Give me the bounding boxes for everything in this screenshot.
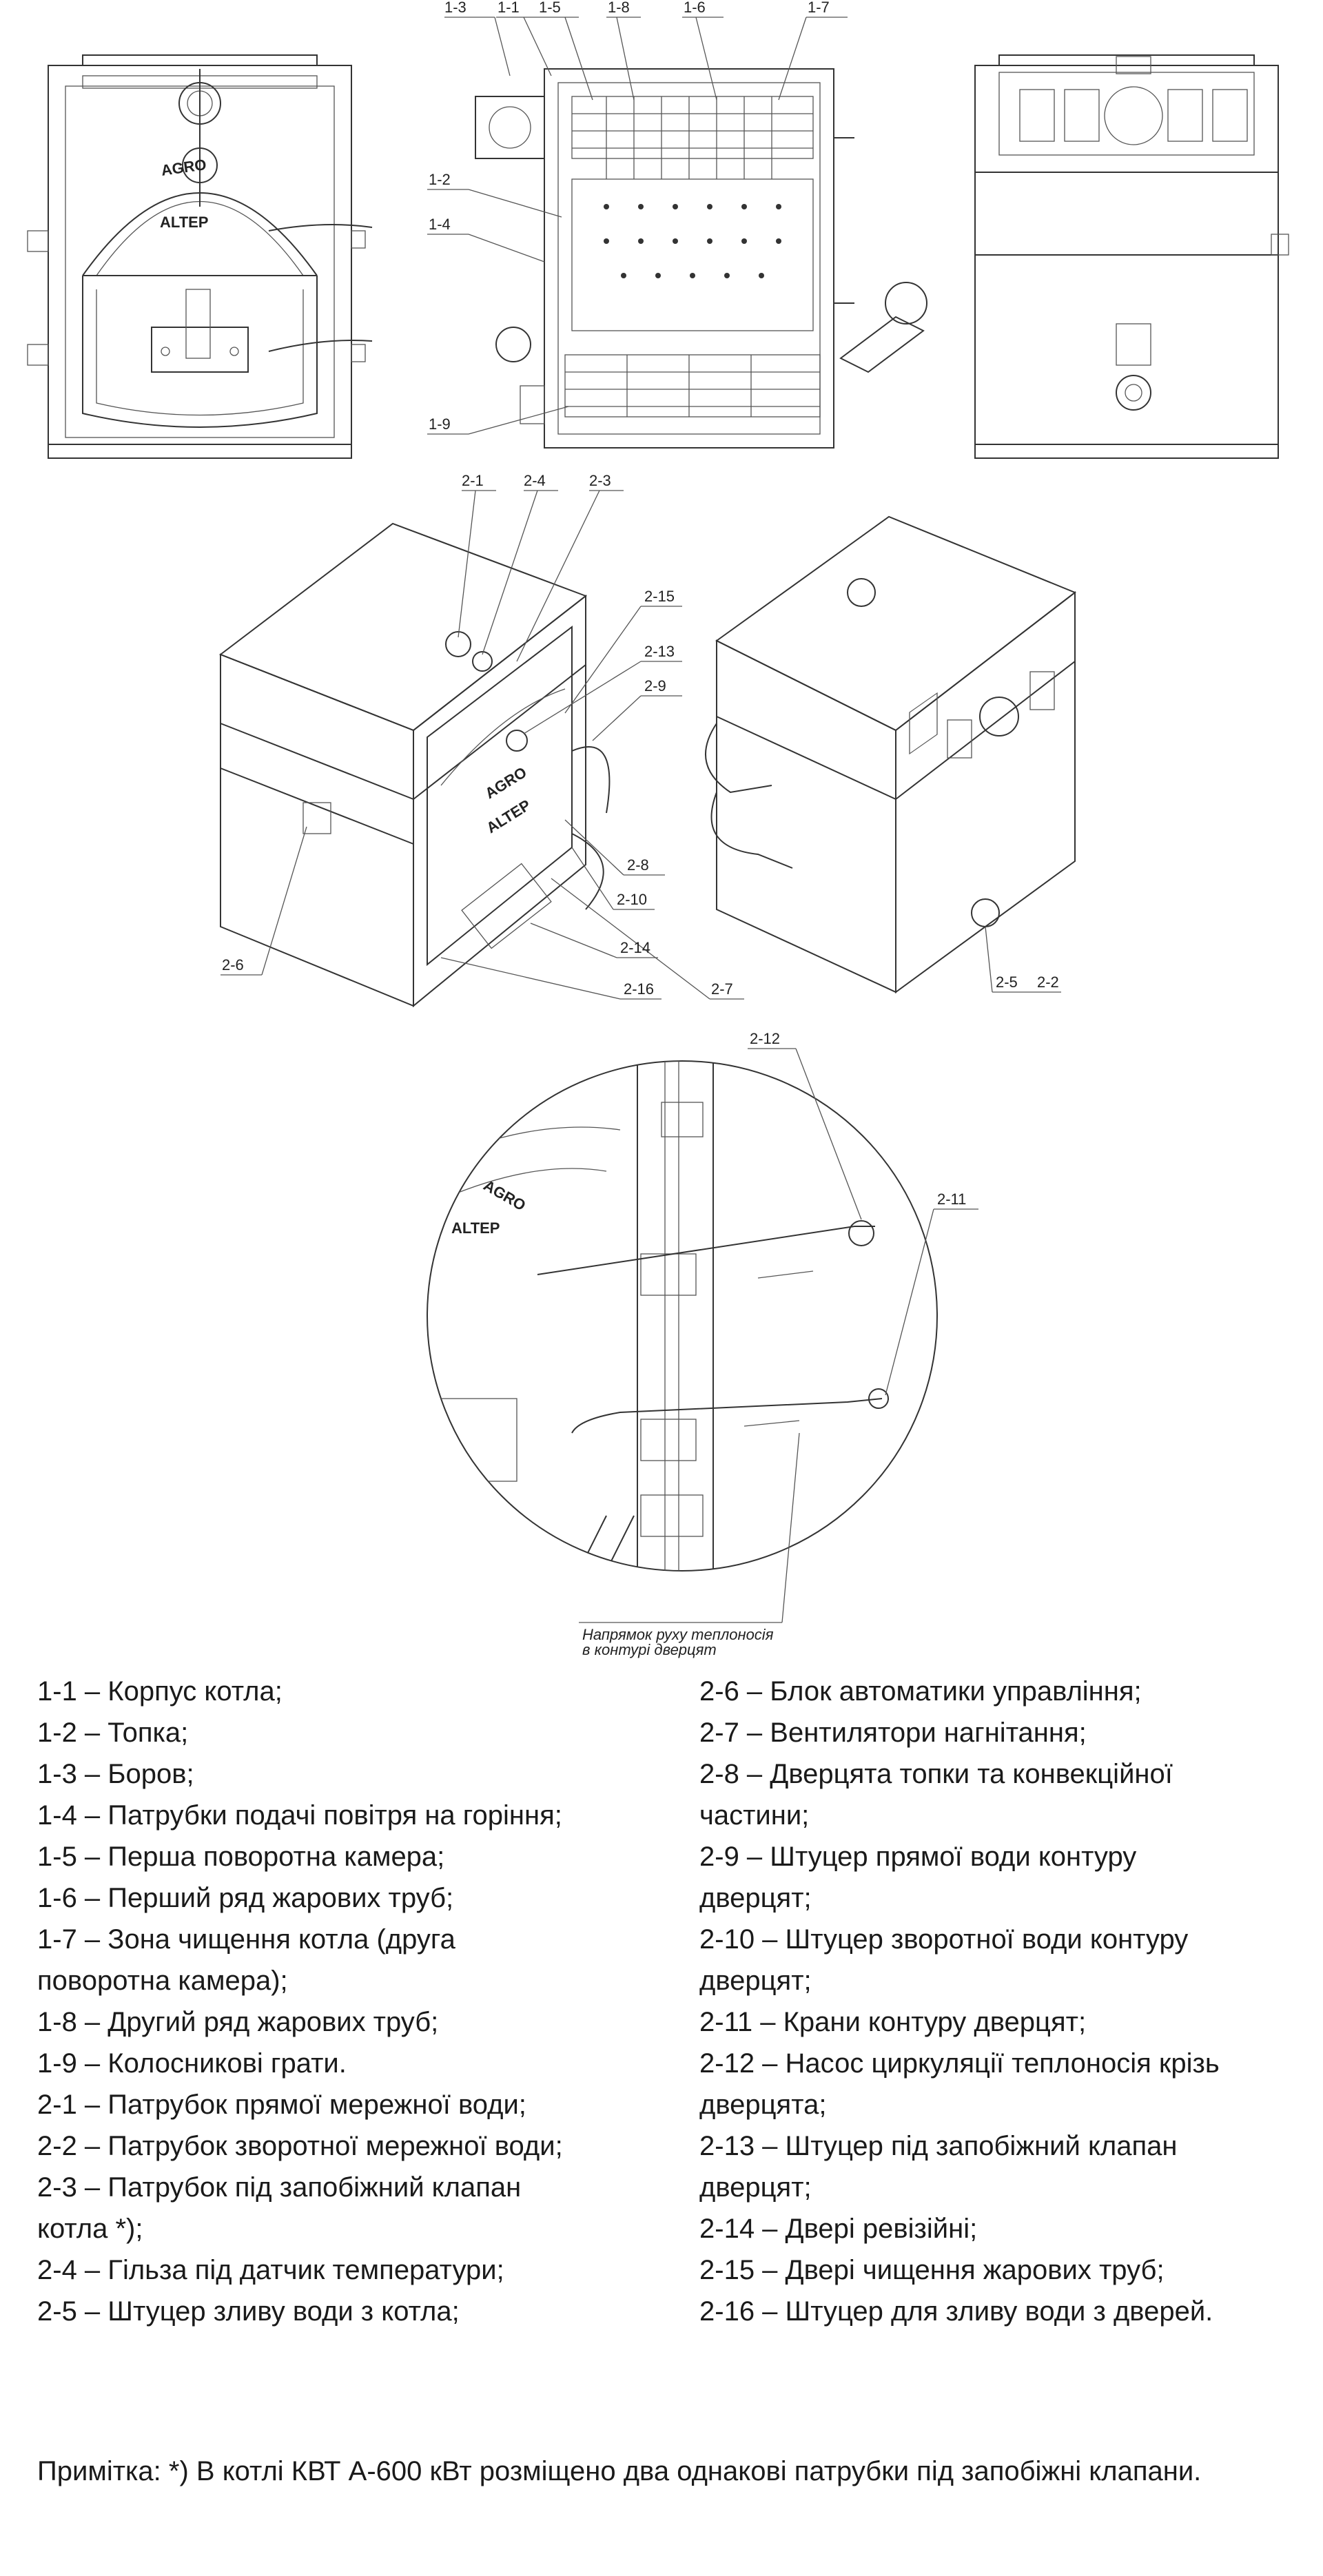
callout-2-10: 2-10 (617, 891, 647, 908)
legend-line: 1-9 – Колосникові грати. (37, 2048, 347, 2079)
callout-1-3: 1-3 (444, 0, 466, 16)
callout-2-15: 2-15 (644, 588, 675, 605)
front-view: AGRO ALTEP (27, 54, 373, 459)
legend-line: 2-15 – Двері чищення жарових труб; (699, 2255, 1165, 2285)
legend-line: дверцят; (699, 2172, 812, 2203)
legend-line: 1-6 – Перший ряд жарових труб; (37, 1883, 454, 1913)
legend-line: 1-2 – Топка; (37, 1718, 189, 1748)
iso-logo-line-2: ALTEP (483, 796, 533, 837)
legend-line: 2-8 – Дверцята топки та конвекційної (699, 1759, 1173, 1789)
legend-line: дверцят; (699, 1966, 812, 1996)
legend: 1-1 – Корпус котла; 1-2 – Топка; 1-3 – Б… (0, 1671, 1323, 2327)
callout-2-3: 2-3 (589, 472, 611, 489)
legend-line: 2-1 – Патрубок прямої мережної води; (37, 2090, 526, 2120)
legend-line: 2-5 – Штуцер зливу води з котла; (37, 2296, 460, 2327)
callout-1-5: 1-5 (539, 0, 561, 16)
rear-view (974, 54, 1289, 459)
isometric-front-view: AGRO ALTEP 2-1 2-4 2-3 2-15 2-13 2-9 2-8… (218, 472, 744, 1008)
section-view: 1-3 1-1 1-5 1-8 1-6 1-7 1-2 1-4 1-9 (427, 0, 927, 449)
legend-line: 2-6 – Блок автоматики управління; (699, 1676, 1142, 1707)
callout-2-2: 2-2 (1037, 973, 1059, 991)
legend-line: 2-9 – Штуцер прямої води контуру (699, 1842, 1137, 1872)
legend-line: дверцята; (699, 2090, 827, 2120)
legend-line: 1-8 – Другий ряд жарових труб; (37, 2007, 439, 2037)
isometric-rear-view: 2-5 2-2 (705, 515, 1076, 993)
callout-1-7: 1-7 (808, 0, 830, 16)
legend-line: 2-13 – Штуцер під запобіжний клапан (699, 2131, 1178, 2161)
door-circuit-detail: AGRO ALTEP 2-12 2-11 Напрямок руху тепло… (427, 1030, 978, 1658)
legend-line: 2-10 – Штуцер зворотної води контуру (699, 1924, 1189, 1955)
legend-line: частини; (699, 1800, 810, 1831)
legend-line: 2-11 – Крани контуру дверцят; (699, 2007, 1087, 2037)
callout-2-12: 2-12 (750, 1030, 780, 1047)
footnote: Примітка: *) В котлі КВТ А-600 кВт розмі… (37, 2456, 1202, 2486)
callout-2-16: 2-16 (624, 980, 654, 998)
legend-line: 2-7 – Вентилятори нагнітання; (699, 1718, 1087, 1748)
legend-line: котла *); (37, 2214, 143, 2244)
callout-2-1: 2-1 (462, 472, 484, 489)
legend-line: 1-3 – Боров; (37, 1759, 194, 1789)
callout-2-6: 2-6 (222, 956, 244, 973)
legend-line: 1-5 – Перша поворотна камера; (37, 1842, 445, 1872)
legend-line: 1-1 – Корпус котла; (37, 1676, 283, 1707)
legend-line: 2-12 – Насос циркуляції теплоносія крізь (699, 2048, 1220, 2079)
callout-2-4: 2-4 (524, 472, 546, 489)
legend-line: 2-14 – Двері ревізійні; (699, 2214, 978, 2244)
callout-2-9: 2-9 (644, 677, 666, 694)
callout-1-8: 1-8 (608, 0, 630, 16)
detail-logo-line-1: AGRO (481, 1177, 529, 1215)
callout-1-6: 1-6 (684, 0, 706, 16)
detail-note-line-1: Напрямок руху теплоносія (582, 1626, 774, 1643)
legend-line: 1-4 – Патрубки подачі повітря на горіння… (37, 1800, 562, 1831)
callout-2-5: 2-5 (996, 973, 1018, 991)
legend-left-column: 1-1 – Корпус котла; 1-2 – Топка; 1-3 – Б… (37, 1671, 678, 2332)
iso-logo-line-1: AGRO (482, 763, 529, 802)
legend-line: дверцят; (699, 1883, 812, 1913)
boiler-technical-drawing: AGRO ALTEP (27, 0, 1289, 1658)
legend-line: 2-4 – Гільза під датчик температури; (37, 2255, 504, 2285)
callout-1-2: 1-2 (429, 171, 451, 188)
legend-right-column: 2-6 – Блок автоматики управління; 2-7 – … (699, 1671, 1320, 2332)
legend-line: 2-2 – Патрубок зворотної мережної води; (37, 2131, 563, 2161)
callout-1-4: 1-4 (429, 216, 451, 233)
callout-1-1: 1-1 (498, 0, 520, 16)
legend-line: поворотна камера); (37, 1966, 288, 1996)
callout-1-9: 1-9 (429, 415, 451, 433)
detail-logo-line-2: ALTEP (451, 1219, 500, 1237)
legend-line: 1-7 – Зона чищення котла (друга (37, 1924, 455, 1955)
callout-2-11: 2-11 (937, 1191, 966, 1208)
callout-2-13: 2-13 (644, 643, 675, 660)
callout-2-7: 2-7 (711, 980, 733, 998)
callout-2-8: 2-8 (627, 856, 649, 874)
legend-line: 2-16 – Штуцер для зливу води з дверей. (699, 2296, 1213, 2327)
front-logo-line-2: ALTEP (160, 214, 208, 231)
detail-note-line-2: в контурі дверцят (582, 1641, 717, 1658)
callout-2-14: 2-14 (620, 939, 650, 956)
legend-line: 2-3 – Патрубок під запобіжний клапан (37, 2172, 522, 2203)
